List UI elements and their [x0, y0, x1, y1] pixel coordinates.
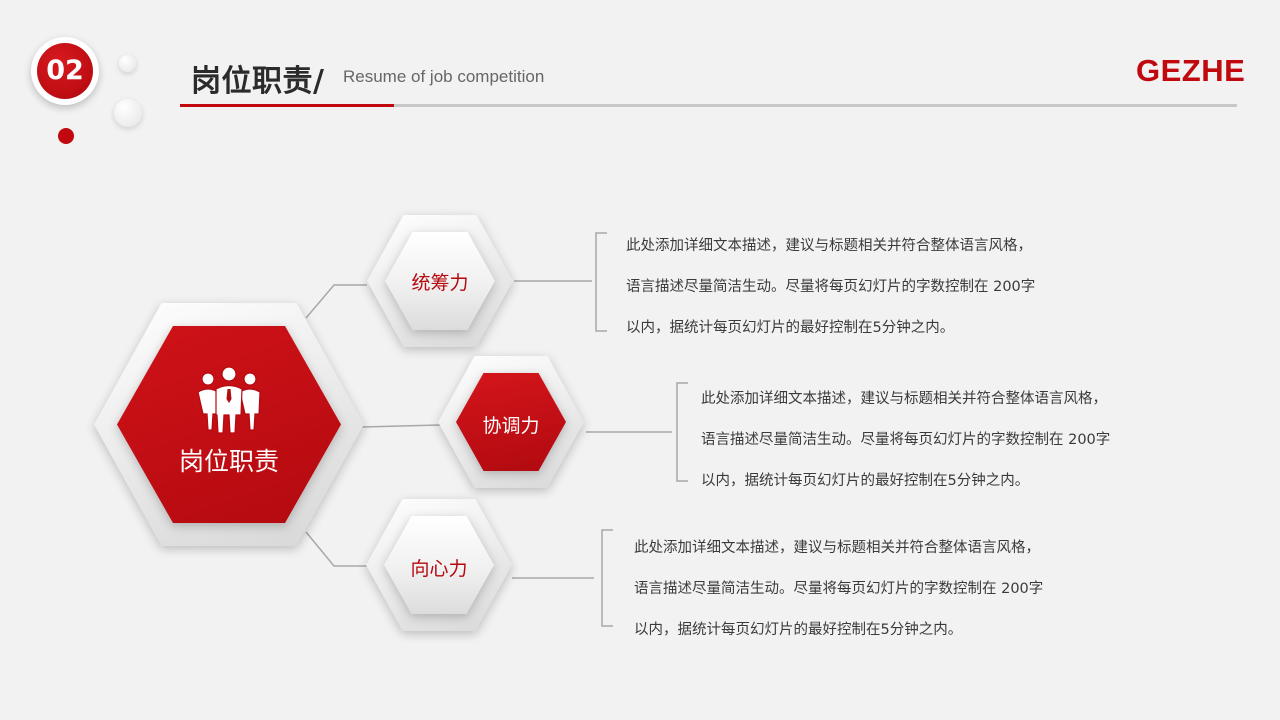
center-label: 岗位职责 — [178, 447, 279, 476]
description-2: 此处添加详细文本描述，建议与标题相关并符合整体语言风格， 语言描述尽量简洁生动。… — [701, 388, 1110, 511]
node-hexagon-2-core-wrap — [456, 373, 566, 471]
description-1: 此处添加详细文本描述，建议与标题相关并符合整体语言风格， 语言描述尽量简洁生动。… — [626, 235, 1035, 358]
node-label-3: 向心力 — [410, 558, 468, 580]
bracket-desc-3 — [601, 529, 613, 627]
brand-logo-text: GEZHE — [1136, 53, 1246, 88]
node-label-1: 统筹力 — [411, 272, 469, 294]
node-hexagon-1-core-wrap — [385, 232, 495, 330]
description-2-line-2: 语言描述尽量简洁生动。尽量将每页幻灯片的字数控制在 200字 — [701, 432, 1111, 448]
connector-top — [305, 284, 367, 319]
node-hexagon-1-core — [385, 232, 495, 330]
connector-middle — [361, 424, 441, 428]
page-subtitle: Resume of job competition — [343, 67, 545, 86]
people-group-icon — [197, 366, 261, 434]
section-number-badge: 02 — [31, 37, 99, 105]
section-number: 02 — [37, 43, 93, 99]
header-divider-accent — [180, 104, 394, 107]
description-3-line-1: 此处添加详细文本描述，建议与标题相关并符合整体语言风格， — [634, 540, 1040, 556]
decor-red-dot — [58, 128, 74, 144]
description-3: 此处添加详细文本描述，建议与标题相关并符合整体语言风格， 语言描述尽量简洁生动。… — [634, 537, 1043, 660]
header-divider — [180, 104, 1237, 107]
bracket-desc-2 — [676, 382, 688, 482]
bracket-desc-1 — [595, 232, 607, 332]
description-1-line-2: 语言描述尽量简洁生动。尽量将每页幻灯片的字数控制在 200字 — [626, 279, 1036, 295]
description-2-line-1: 此处添加详细文本描述，建议与标题相关并符合整体语言风格， — [701, 391, 1107, 407]
description-3-line-3: 以内，据统计每页幻灯片的最好控制在5分钟之内。 — [634, 622, 963, 638]
description-2-line-3: 以内，据统计每页幻灯片的最好控制在5分钟之内。 — [701, 473, 1030, 489]
decor-bubble-small — [119, 55, 136, 72]
page-title: 岗位职责/ — [191, 64, 325, 99]
description-1-line-3: 以内，据统计每页幻灯片的最好控制在5分钟之内。 — [626, 320, 955, 336]
description-1-line-1: 此处添加详细文本描述，建议与标题相关并符合整体语言风格， — [626, 238, 1032, 254]
connector-bottom — [305, 531, 367, 567]
description-3-line-2: 语言描述尽量简洁生动。尽量将每页幻灯片的字数控制在 200字 — [634, 581, 1044, 597]
node-label-2: 协调力 — [482, 415, 540, 437]
node-hexagon-3-core-wrap — [384, 516, 494, 614]
decor-bubble-medium — [114, 99, 142, 127]
